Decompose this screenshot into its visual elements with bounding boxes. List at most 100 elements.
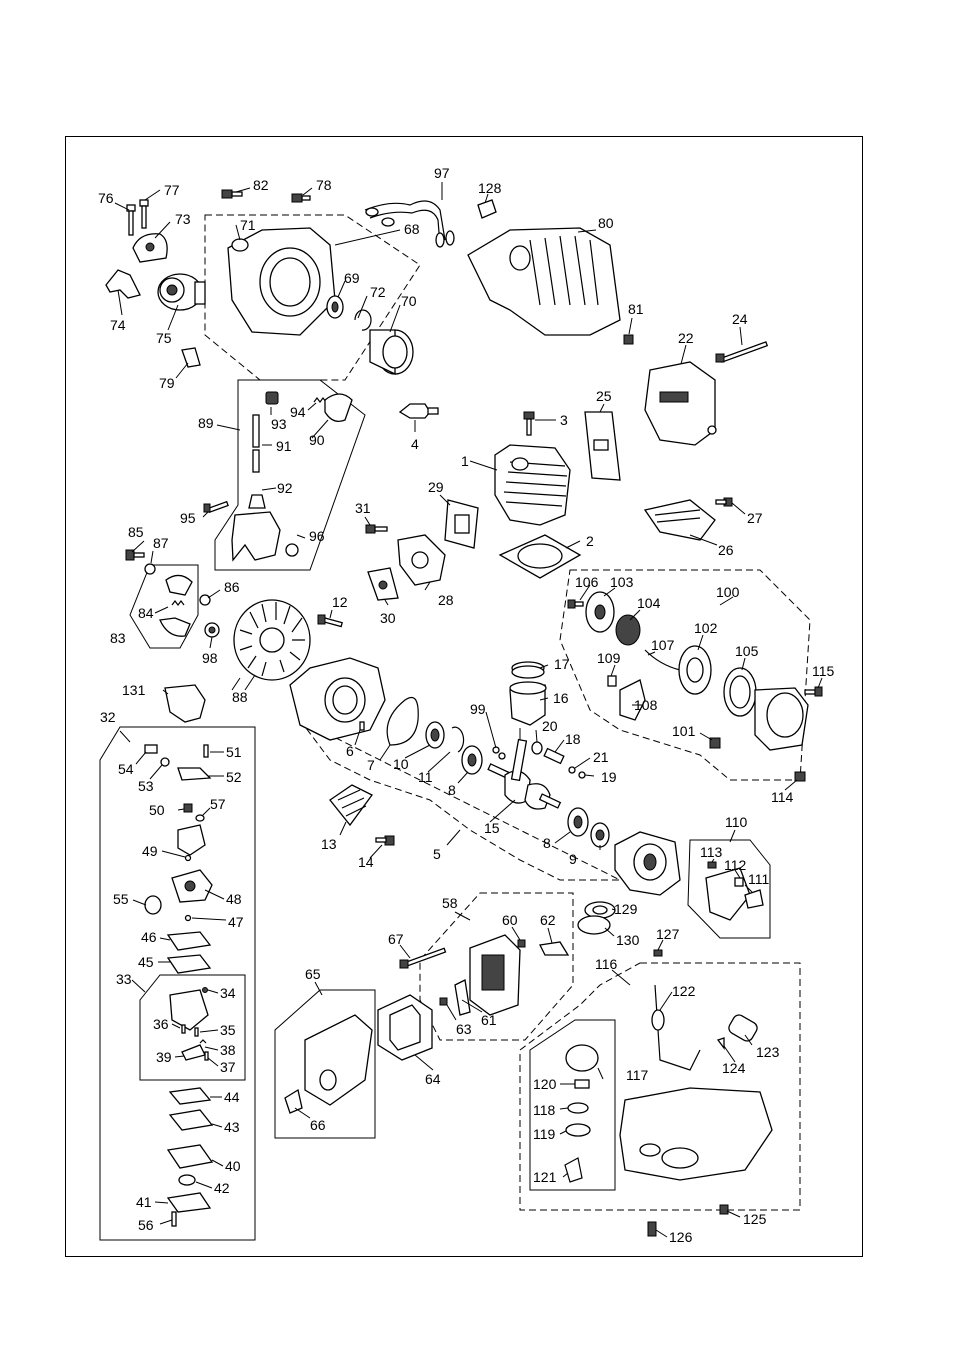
- label-60: 60: [502, 912, 518, 928]
- label-62: 62: [540, 912, 556, 928]
- bolt-76: [126, 204, 136, 236]
- label-114: 114: [771, 789, 794, 805]
- label-119: 119: [533, 1126, 556, 1142]
- part-36: [181, 1024, 186, 1034]
- label-53: 53: [138, 778, 154, 794]
- pin-6: [359, 721, 365, 731]
- label-70: 70: [401, 293, 417, 309]
- label-91: 91: [276, 438, 292, 454]
- group-117-outline: [529, 1019, 616, 1191]
- washer-86: [199, 594, 211, 606]
- label-120: 120: [533, 1076, 557, 1092]
- label-99: 99: [470, 701, 486, 717]
- label-1: 1: [461, 453, 469, 469]
- nut-96: [285, 543, 299, 557]
- label-110: 110: [725, 814, 748, 830]
- label-130: 130: [616, 932, 640, 948]
- label-97: 97: [434, 165, 450, 181]
- screw-51: [203, 744, 209, 758]
- label-79: 79: [159, 375, 175, 391]
- pump-body-33: [169, 989, 209, 1031]
- label-34: 34: [220, 985, 236, 1001]
- label-128: [477, 199, 497, 219]
- label-88: 88: [232, 689, 248, 705]
- part-73: [132, 233, 168, 263]
- label-94: 94: [290, 404, 306, 420]
- label-83: 83: [110, 630, 126, 646]
- label-43: 43: [224, 1119, 240, 1135]
- label-29: 29: [428, 479, 444, 495]
- label-25: 25: [596, 388, 612, 404]
- label-64: 64: [425, 1071, 441, 1087]
- part-34: [202, 987, 208, 993]
- group-68-outline: [204, 214, 421, 381]
- label-30: 30: [380, 610, 396, 626]
- label-41: 41: [136, 1194, 152, 1210]
- gasket-29: [444, 499, 479, 549]
- label-21: 21: [593, 749, 609, 765]
- label-11: 11: [418, 769, 433, 785]
- piston-16: [509, 681, 547, 726]
- label-106: 106: [575, 574, 599, 590]
- bolt-106: [567, 599, 584, 609]
- label-66: 66: [310, 1117, 326, 1133]
- label-85: 85: [128, 524, 144, 540]
- diagram-border: [65, 136, 863, 1257]
- seal-9: [590, 822, 610, 848]
- label-77: 77: [164, 182, 180, 198]
- gasket-25: [584, 411, 621, 481]
- screw-50: [183, 803, 193, 813]
- spring-105: [723, 667, 757, 717]
- label-112: 112: [724, 857, 747, 873]
- label-5: 5: [433, 846, 441, 862]
- label-93: 93: [271, 416, 287, 432]
- label-32: 32: [100, 709, 116, 725]
- label-75: 75: [156, 330, 172, 346]
- part-47: [184, 914, 192, 922]
- label-124: 124: [722, 1060, 746, 1076]
- label-111: 111: [748, 871, 769, 887]
- pin-18: [543, 747, 565, 765]
- group-89-outline: [214, 379, 366, 571]
- label-56: 56: [138, 1217, 154, 1233]
- label-8a: 8: [448, 782, 456, 798]
- boot-90: [324, 393, 353, 423]
- bearing-69: [326, 295, 344, 319]
- label-84: 84: [138, 605, 154, 621]
- seal-10: [425, 721, 445, 749]
- label-35: 35: [220, 1022, 236, 1038]
- cap-117-group: [564, 1044, 599, 1183]
- air-cover-65: [304, 1014, 373, 1106]
- bolt-77: [139, 199, 149, 229]
- gasket-7: [386, 696, 419, 746]
- label-10: 10: [393, 756, 409, 772]
- label-121: 121: [533, 1169, 557, 1185]
- label-33: 33: [116, 971, 132, 987]
- label-8b: 8: [543, 835, 551, 851]
- part-74: [105, 269, 141, 299]
- label-17: 17: [554, 656, 570, 672]
- lever-52: [177, 767, 212, 781]
- reel-102: [678, 645, 712, 695]
- gasket-2: [498, 534, 582, 579]
- spring-57: [195, 814, 205, 822]
- label-44: 44: [224, 1089, 240, 1105]
- cylinder-1: [494, 444, 571, 526]
- group-116-outline: [519, 962, 801, 1211]
- label-100: 100: [716, 584, 740, 600]
- grip-108: [619, 679, 646, 721]
- starter-case: [754, 687, 809, 751]
- cover-40: [166, 1144, 214, 1169]
- label-101: 101: [672, 723, 696, 739]
- label-13: 13: [321, 836, 337, 852]
- label-125: 125: [743, 1211, 767, 1227]
- crankshaft-15: [487, 738, 562, 810]
- label-20: 20: [542, 718, 558, 734]
- label-27: 27: [747, 510, 763, 526]
- label-61: 61: [481, 1012, 497, 1028]
- clutch-shoes-83: [159, 574, 193, 637]
- pipe-122: [651, 984, 701, 1071]
- label-76: 76: [98, 190, 114, 206]
- part-113: [707, 861, 717, 869]
- screw-95: [203, 500, 229, 514]
